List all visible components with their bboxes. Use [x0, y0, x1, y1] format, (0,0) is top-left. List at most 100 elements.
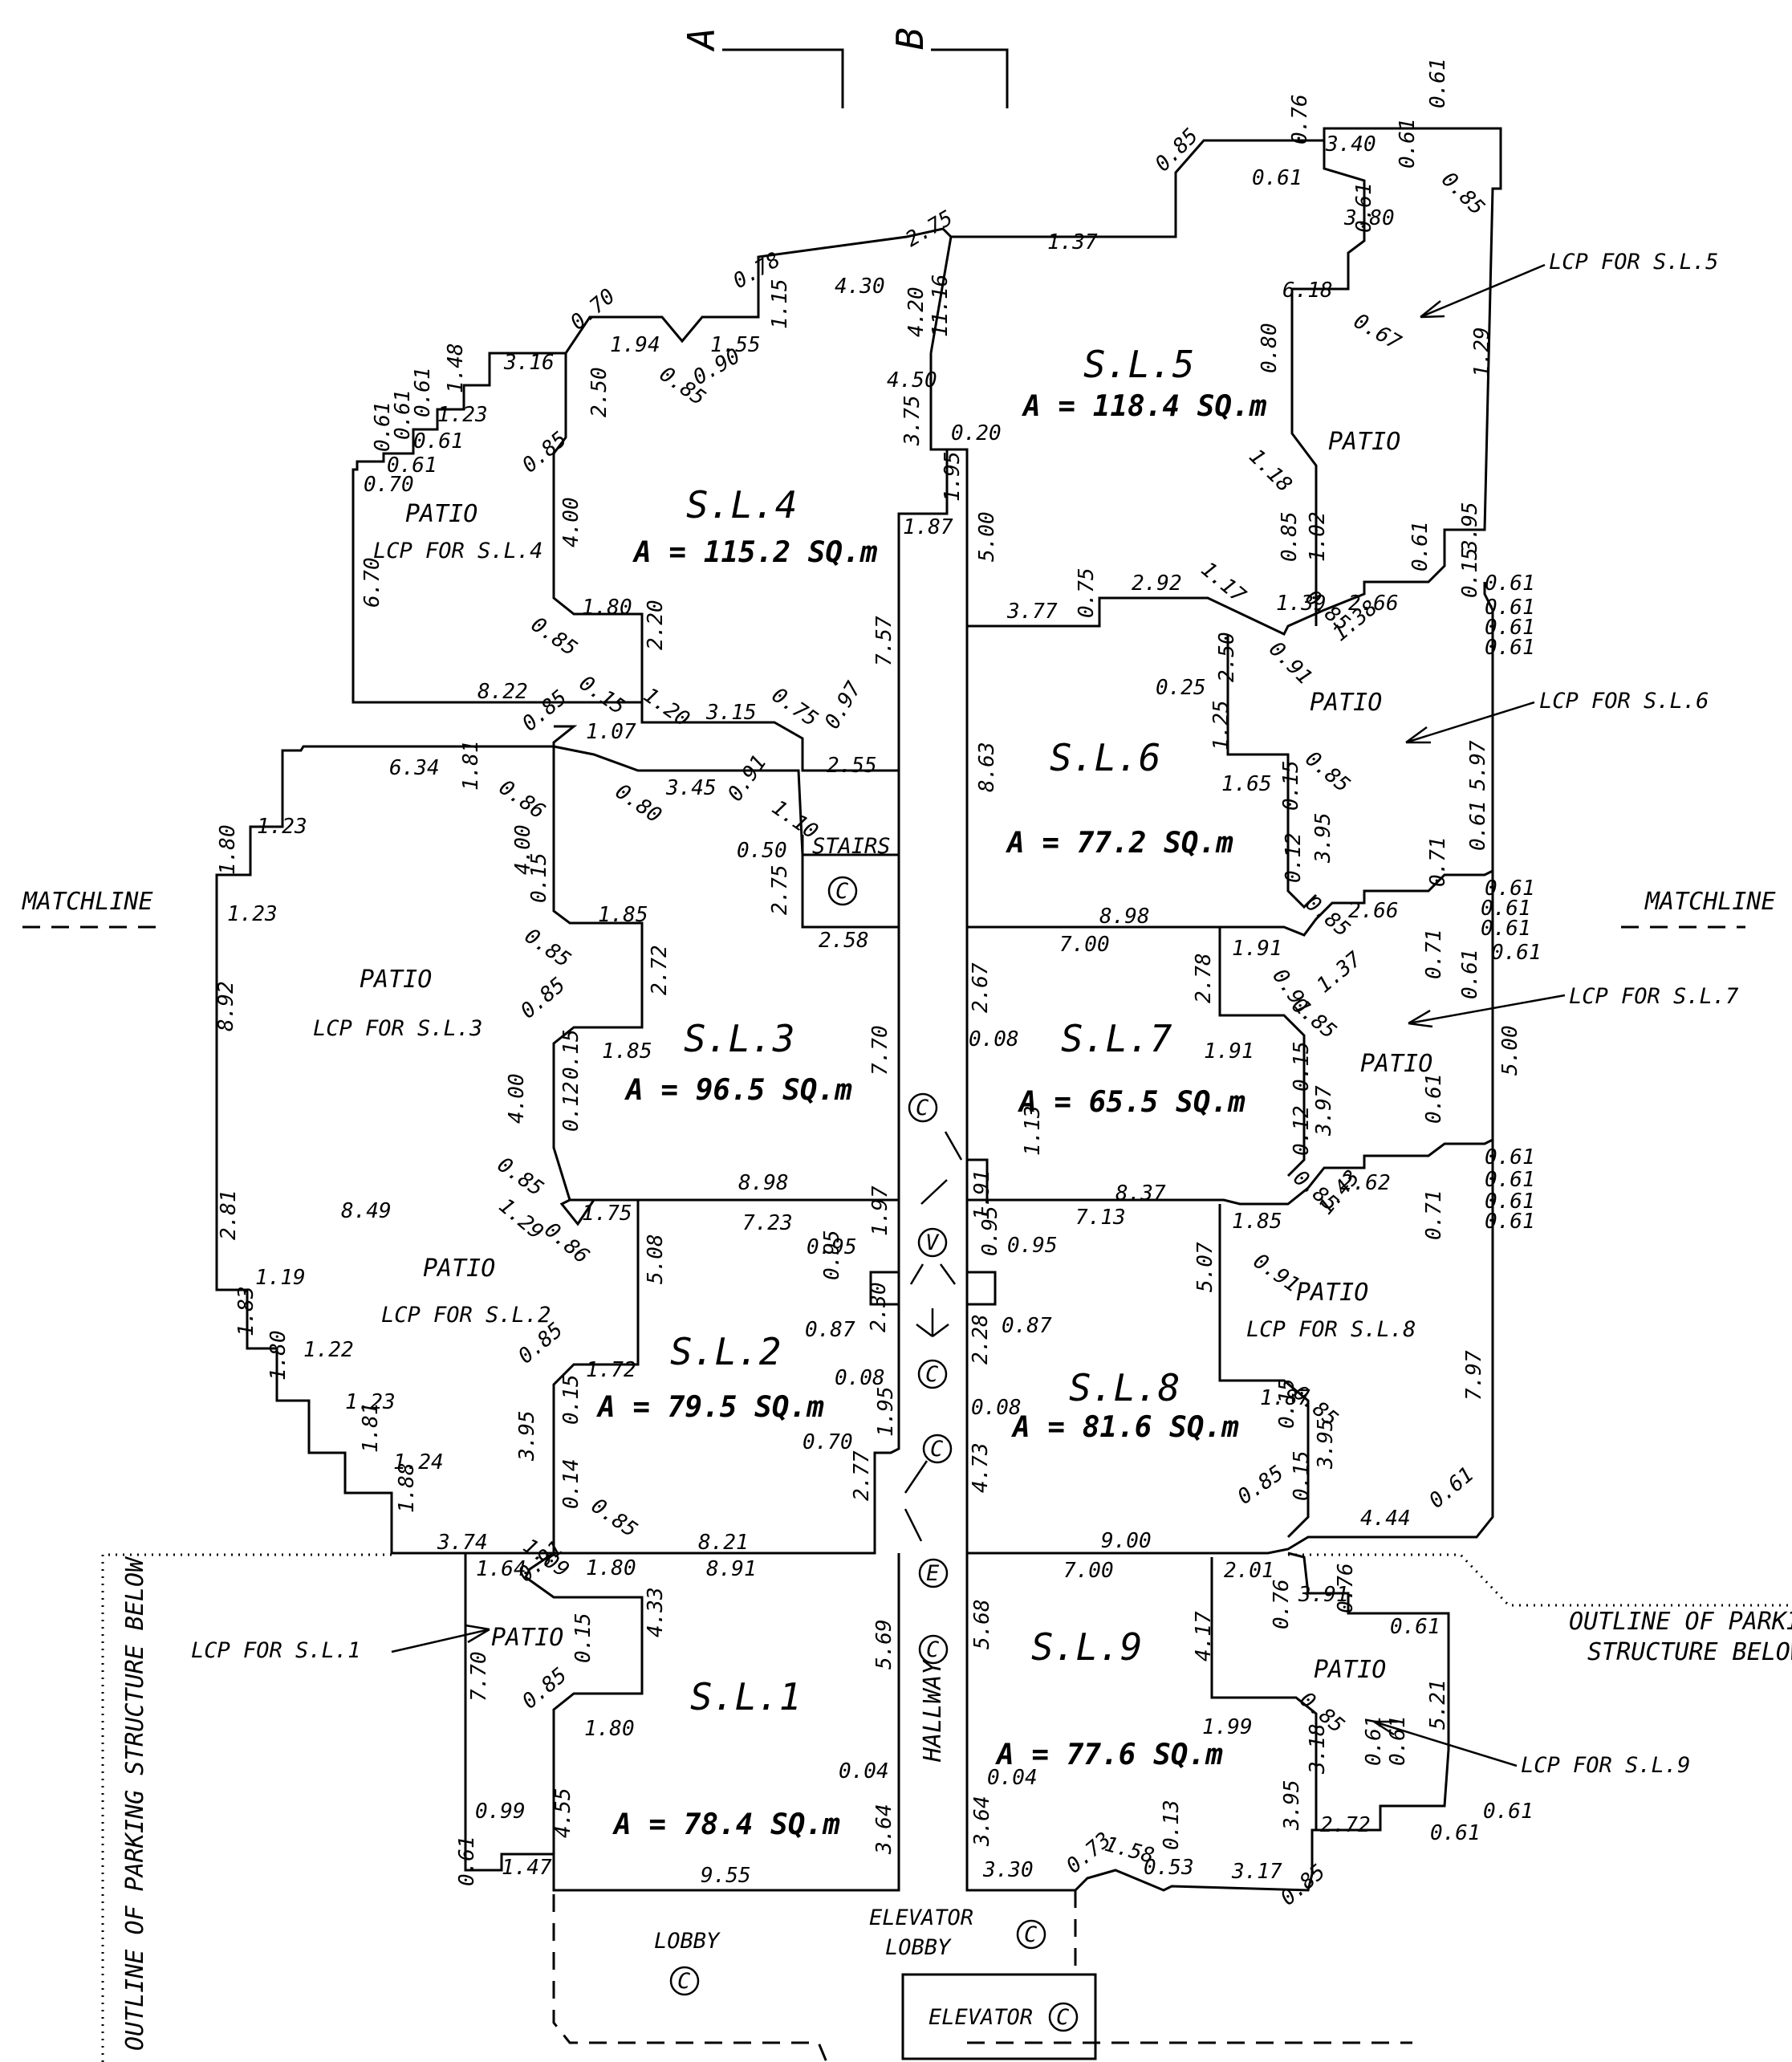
sl3-dimension-label: 1.81 — [459, 740, 483, 791]
sl1-name: S.L.1 — [690, 1675, 801, 1718]
sl4-dimension-label: 3.16 — [503, 351, 555, 375]
sl4-dimension-label: 2.55 — [827, 754, 877, 778]
sl2-dimension-label: 7.23 — [742, 1211, 793, 1235]
sl7-dimension-label: 0.08 — [969, 1027, 1019, 1051]
sl7-dimension-label: 2.78 — [1192, 953, 1216, 1003]
sl3-dimension-label: 0.91 — [723, 751, 771, 807]
hallway-common-symbol-1: C — [916, 1096, 929, 1120]
sl8-dimension-label: 1.91 — [970, 1169, 994, 1220]
sl2-dimension-label: 0.15 — [559, 1374, 583, 1425]
sl4-dimension-label: 0.61 — [411, 367, 435, 417]
sl6-dimension-label: 2.92 — [1132, 571, 1182, 596]
sl9-dimension-label: 0.61 — [1483, 1800, 1534, 1824]
sl6-dimension-label: 1.39 — [1276, 592, 1327, 616]
sl3-dimension-label: 3.45 — [665, 776, 717, 800]
valve-marker — [917, 1227, 948, 1258]
elevator-box — [901, 1973, 1097, 2060]
sl4-dimension-label: 2.20 — [644, 600, 668, 650]
sl6-dimension-label: 0.91 — [1264, 637, 1316, 689]
patio-label-sl3: PATIO — [360, 966, 432, 994]
sl4-dimension-label: 0.61 — [391, 389, 415, 440]
sl9-dimension-label: 0.13 — [1160, 1800, 1184, 1850]
sl3-dimension-label: 7.70 — [868, 1025, 892, 1076]
hallway-common-symbol-2: C — [925, 1362, 938, 1387]
sl1-dimension-label: 0.04 — [839, 1759, 889, 1783]
sl7-dimension-label: 0.71 — [1422, 1190, 1446, 1240]
sl3-dimension-label: 0.50 — [737, 839, 787, 863]
sl5-dimension-label: 0.15 — [1458, 547, 1482, 598]
sl9-dimension-label: 0.61 — [1386, 1715, 1410, 1766]
sl9-dimension-label: 2.72 — [1320, 1813, 1371, 1837]
sl1-dimension-label: 0.61 — [455, 1836, 479, 1886]
sl6-dimension-label: 0.61 — [1466, 800, 1490, 851]
sl4-dimension-label: 7.57 — [872, 616, 896, 666]
sl3-dimension-label: 0.85 — [520, 924, 575, 972]
sl3-dimension-label: 1.80 — [216, 824, 240, 875]
sl6-dimension-label: 2.66 — [1348, 899, 1399, 923]
sl5-dimension-label: 0.61 — [1396, 118, 1420, 169]
sl7-dimension-label: 0.61 — [1422, 1073, 1446, 1124]
sl5-dimension-label: 1.18 — [1244, 445, 1296, 497]
sl5-name: S.L.5 — [1083, 343, 1194, 386]
sl7-dimension-label: 2.62 — [1340, 1171, 1391, 1195]
matchline-left-label: MATCHLINE — [22, 888, 153, 916]
sl5-area: A = 118.4 SQ.m — [1022, 390, 1267, 423]
sl6-dimension-label: 0.61 — [1408, 521, 1432, 571]
sl6-dimension-label: 2.66 — [1348, 592, 1399, 616]
sl2-dimension-label: 5.08 — [644, 1234, 668, 1284]
stairs-box — [801, 835, 899, 929]
stairs-common-marker — [827, 876, 858, 906]
sl9-dimension-label: 5.21 — [1426, 1679, 1450, 1730]
sl9-dimension-label: 3.17 — [1231, 1860, 1282, 1884]
sl2-dimension-label: 1.22 — [303, 1338, 354, 1362]
sl1-dimension-label: 1.64 — [476, 1557, 526, 1581]
sl2-dimension-label: 1.24 — [393, 1450, 444, 1474]
sl5-dimension-label: 0.67 — [1350, 309, 1406, 355]
sl6-dimension-label: 1.17 — [1197, 557, 1251, 608]
sl2-dimension-label: 8.49 — [341, 1199, 392, 1223]
sl1-dimension-label: 3.64 — [872, 1804, 896, 1855]
sl5-dimension-label: 3.40 — [1325, 132, 1376, 157]
sl5-dimension-label: 0.61 — [1352, 182, 1376, 233]
sl2-dimension-label: 1.80 — [266, 1330, 291, 1381]
sl3-dimension-label: 1.85 — [598, 903, 648, 927]
sl6-dimension-label: 8.98 — [1099, 905, 1150, 929]
patio-label-sl1: PATIO — [491, 1624, 563, 1652]
sl7-dimension-label: 0.61 — [1485, 1190, 1535, 1214]
sl5-dimension-label: 1.37 — [1047, 230, 1098, 254]
sl7-dimension-label: 1.91 — [1204, 1039, 1254, 1064]
sl4-dimension-label: 6.70 — [360, 557, 384, 608]
sl1-dimension-label: 0.99 — [475, 1800, 526, 1824]
sl4-dimension-label: 1.95 — [941, 451, 965, 502]
e-marker — [918, 1558, 949, 1588]
sl5-dimension-label: 3.95 — [1458, 502, 1482, 553]
sl8-dimension-label: 5.07 — [1193, 1242, 1217, 1292]
elevator-lobby-label-2: LOBBY — [885, 1935, 952, 1960]
sl1-dimension-label: 4.55 — [551, 1787, 575, 1838]
sl8-dimension-label: 4.73 — [969, 1442, 993, 1493]
e-symbol: E — [926, 1561, 940, 1586]
sl1-dimension-label: 1.47 — [502, 1856, 552, 1880]
sl8-dimension-label: 0.95 — [978, 1206, 1002, 1256]
sl5-dimension-label: 1.02 — [1306, 511, 1330, 562]
sl3-dimension-label: 1.07 — [586, 720, 636, 744]
unit-boundaries — [215, 127, 1502, 2062]
section-b-label: B — [888, 27, 932, 50]
sl8-dimension-label: 0.15 — [1275, 1378, 1299, 1429]
sl9-dimension-label: 0.61 — [1362, 1715, 1386, 1766]
sl8-dimension-label: 0.87 — [1002, 1314, 1052, 1338]
sl4-dimension-label: 4.30 — [835, 275, 885, 299]
hallway-common-marker-4 — [918, 1634, 949, 1665]
sl5-dimension-label: 6.18 — [1282, 279, 1333, 303]
sl4-dimension-label: 1.55 — [710, 333, 761, 357]
sl1-dimension-label: 0.85 — [518, 1663, 571, 1714]
sl7-dimension-label: 0.61 — [1458, 949, 1482, 999]
sl2-dimension-label: 3.95 — [515, 1410, 539, 1462]
sl6-dimension-label: 0.25 — [1156, 676, 1206, 700]
sl6-dimension-label: 0.85 — [1301, 746, 1355, 797]
sl4-dimension-label: 5.00 — [975, 511, 999, 562]
sl3-dimension-label: 1.23 — [227, 902, 278, 926]
lcp-label-sl9: LCP FOR S.L.9 — [1521, 1753, 1690, 1778]
matchlines: MATCHLINE MATCHLINE — [22, 888, 1776, 929]
sl3-dimension-label: 2.72 — [648, 945, 672, 995]
